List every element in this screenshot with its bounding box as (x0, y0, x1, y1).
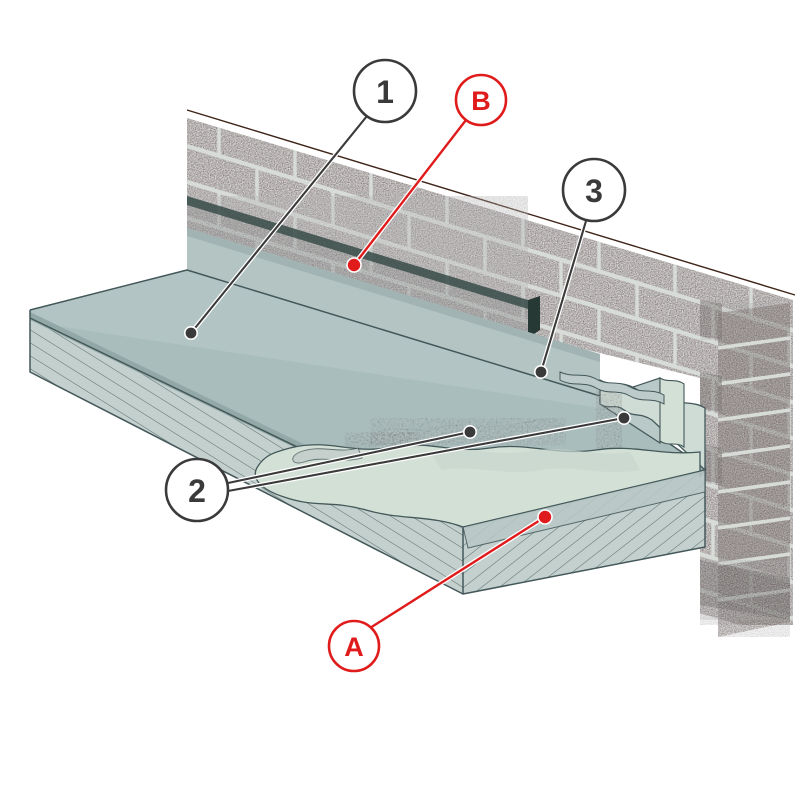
callout-3-circle[interactable] (561, 157, 627, 223)
callout-2[interactable]: 2 (164, 457, 230, 523)
leader-line-2b (225, 410, 631, 494)
callout-1-label: 1 (376, 74, 394, 110)
leader-lines (184, 113, 631, 631)
leader-line-A (367, 509, 553, 631)
callout-1-circle[interactable] (352, 58, 418, 124)
leader-line-2a (225, 424, 477, 486)
leader-dot-3 (533, 364, 548, 379)
mortar-patch-floor-secondary (344, 431, 421, 448)
membrane-band-end (528, 296, 540, 338)
callout-3-label: 3 (585, 173, 603, 209)
brick-wall-end-face (718, 303, 790, 637)
callout-1[interactable]: 1 (352, 58, 418, 124)
brick-wall-base (700, 560, 790, 620)
leader-dot-1 (184, 325, 199, 340)
wall-lining-face (187, 228, 600, 398)
slab-front-cut-edge-hatch (30, 318, 463, 594)
callout-3[interactable]: 3 (561, 157, 627, 223)
leader-line-B (346, 117, 469, 273)
screed-inner-plateau (430, 448, 640, 473)
wall-top-edge (186, 109, 796, 296)
leader-dot-A (537, 509, 553, 525)
callout-2-label: 2 (188, 473, 206, 509)
callout-A[interactable]: A (327, 619, 381, 673)
callout-B[interactable]: B (454, 73, 508, 127)
callout-B-label: B (471, 86, 491, 116)
leader-line-1 (184, 113, 370, 340)
callout-2-circle[interactable] (164, 457, 230, 523)
leader-dot-2b (616, 410, 631, 425)
upstand-cover-strip (659, 377, 685, 449)
upstand-wavy-trim (559, 371, 665, 405)
leader-line-3 (533, 218, 589, 379)
callout-A-circle[interactable] (327, 619, 381, 673)
upstand-edge-insulation (559, 371, 706, 472)
leader-dot-2a (462, 424, 477, 439)
slab-top-highlight (30, 270, 600, 408)
membrane-band-top-shade (187, 196, 528, 309)
callout-B-circle[interactable] (454, 73, 508, 127)
wall-lining-top-shade (187, 228, 600, 362)
leader-dot-B (346, 257, 362, 273)
callout-A-label: A (344, 632, 364, 662)
callout-markers: 1 B 3 2 A (164, 58, 627, 673)
